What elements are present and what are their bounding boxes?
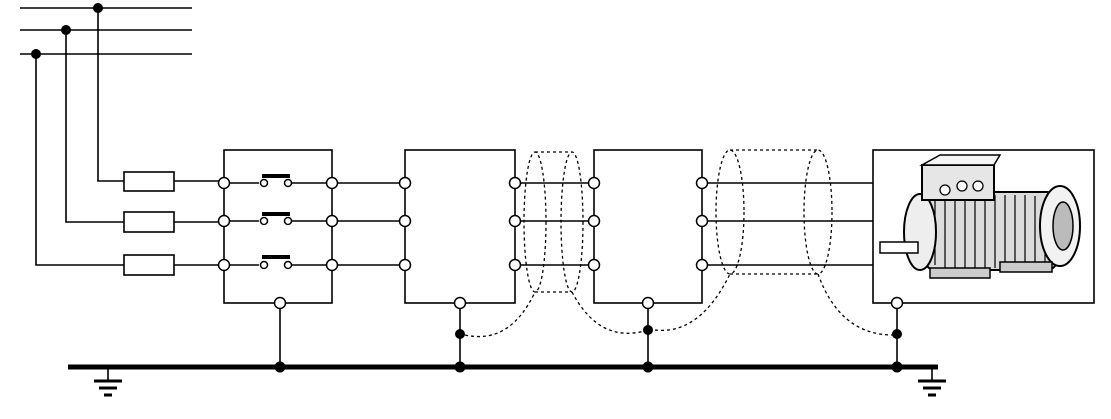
shielded-cable-icon — [464, 151, 649, 338]
fuse-icon — [123, 254, 175, 276]
motor-pe-terminal — [890, 296, 904, 310]
fuse-icon — [123, 211, 175, 233]
device-2-pe-terminal — [641, 296, 655, 310]
fuse-icon — [123, 171, 175, 192]
contactor-pe-terminal — [273, 296, 287, 310]
wires-contactor-to-filter — [338, 182, 400, 266]
motor-icon — [872, 149, 1095, 310]
supply-lines — [20, 3, 192, 266]
device-box-2 — [587, 149, 709, 310]
ground-symbol — [94, 367, 122, 397]
shielded-cable-icon — [654, 149, 894, 336]
device-box-1 — [398, 149, 522, 310]
fuses — [123, 171, 220, 276]
contactor-icon — [217, 149, 339, 310]
ground-symbol — [918, 367, 946, 397]
pe-bus — [68, 309, 938, 373]
device-1-pe-terminal — [453, 296, 467, 310]
